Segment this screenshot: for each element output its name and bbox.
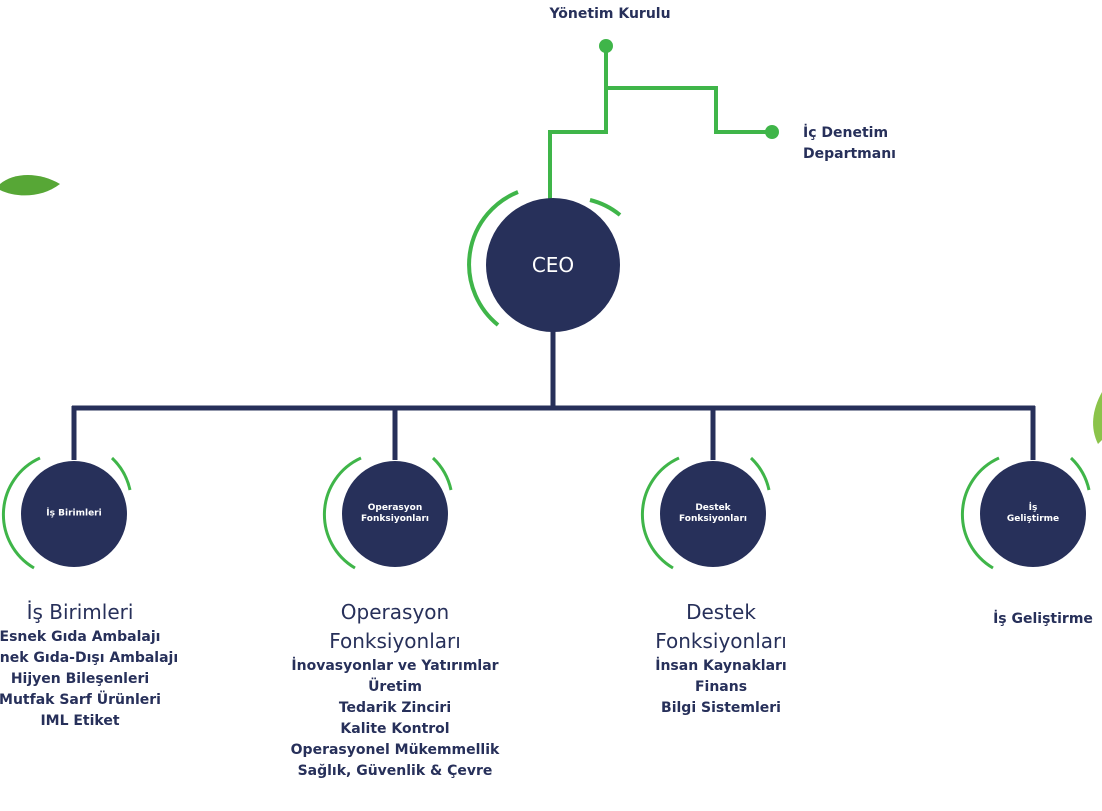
branch-3-item: İnsan Kaynakları — [655, 658, 787, 674]
leaf-decoration-right — [1093, 392, 1102, 444]
branch-detail-3: Destek Fonksiyonları İnsan Kaynakları Fi… — [655, 598, 787, 719]
audit-label-line1: İç Denetim — [803, 125, 889, 141]
branch-1-item: Esnek Gıda Ambalajı — [0, 629, 161, 645]
ceo-circle — [486, 198, 620, 332]
branch-node-3 — [640, 456, 771, 570]
branch-circle-3-line2: Fonksiyonları — [679, 514, 747, 524]
branch-node-1 — [1, 456, 132, 570]
leaf-decoration-left — [0, 175, 60, 196]
branch-circle-1-line1: İş Birimleri — [46, 508, 102, 519]
audit-label-line2: Departmanı — [803, 146, 896, 162]
branch-4-item: İş Geliştirme — [993, 611, 1093, 627]
branch-1-item: Mutfak Sarf Ürünleri — [0, 692, 161, 708]
branch-title-2-line2: Fonksiyonları — [329, 629, 461, 653]
branch-detail-1: İş Birimleri Esnek Gıda Ambalajı Esnek G… — [0, 598, 178, 732]
branch-items-1: Esnek Gıda Ambalajı Esnek Gıda-Dışı Amba… — [0, 627, 178, 732]
branch-circle-3-line1: Destek — [695, 503, 731, 513]
branch-2-item: Sağlık, Güvenlik & Çevre — [297, 763, 493, 779]
branch-2-item: Üretim — [368, 679, 422, 695]
audit-node — [765, 125, 779, 139]
ceo-green-connector — [548, 88, 608, 200]
branch-circle-label-2: Operasyon Fonksiyonları — [361, 503, 429, 525]
branch-circle-2-line1: Operasyon — [367, 503, 423, 513]
branch-1-item: Hijyen Bileşenleri — [10, 671, 150, 687]
branch-circle-4-line2: Geliştirme — [1006, 514, 1060, 524]
ceo-arc — [467, 190, 519, 327]
board-connector — [604, 46, 772, 134]
branch-title-1: İş Birimleri — [26, 600, 134, 624]
branch-circle-4-line1: İş — [1028, 503, 1038, 513]
branch-items-2: İnovasyonlar ve Yatırımlar Üretim Tedari… — [291, 656, 500, 782]
branch-circle-label-4: İş Geliştirme — [1007, 503, 1059, 525]
branch-2-item: Tedarik Zinciri — [338, 700, 452, 716]
branch-detail-2: Operasyon Fonksiyonları İnovasyonlar ve … — [291, 598, 500, 782]
branch-node-2 — [322, 456, 453, 570]
branch-circle-label-3: Destek Fonksiyonları — [679, 503, 747, 525]
branch-title-3-line1: Destek — [686, 600, 756, 624]
branch-title-3-line2: Fonksiyonları — [655, 629, 787, 653]
branch-title-2-line1: Operasyon — [340, 600, 450, 624]
branch-2-item: Operasyonel Mükemmellik — [290, 742, 500, 758]
branch-node-4 — [960, 456, 1091, 570]
branch-1-item: IML Etiket — [40, 713, 120, 729]
branch-3-item: Finans — [694, 679, 748, 695]
board-label: Yönetim Kurulu — [549, 6, 671, 22]
branch-circle-2-line2: Fonksiyonları — [361, 514, 429, 524]
branch-1-item: Esnek Gıda-Dışı Ambalajı — [0, 650, 179, 666]
branch-items-3: İnsan Kaynakları Finans Bilgi Sistemleri — [655, 656, 787, 719]
ceo-label: CEO — [531, 253, 575, 277]
board-node — [599, 39, 613, 53]
branch-detail-4: İş Geliştirme — [993, 609, 1093, 630]
branch-2-item: İnovasyonlar ve Yatırımlar — [291, 658, 499, 674]
branch-2-item: Kalite Kontrol — [340, 721, 450, 737]
branch-3-item: Bilgi Sistemleri — [661, 700, 781, 716]
ceo-arc-right — [589, 198, 622, 217]
audit-label: İç Denetim Departmanı — [803, 123, 896, 165]
branch-items-4: İş Geliştirme — [993, 609, 1093, 630]
branch-circle-label-1: İş Birimleri — [46, 509, 101, 520]
